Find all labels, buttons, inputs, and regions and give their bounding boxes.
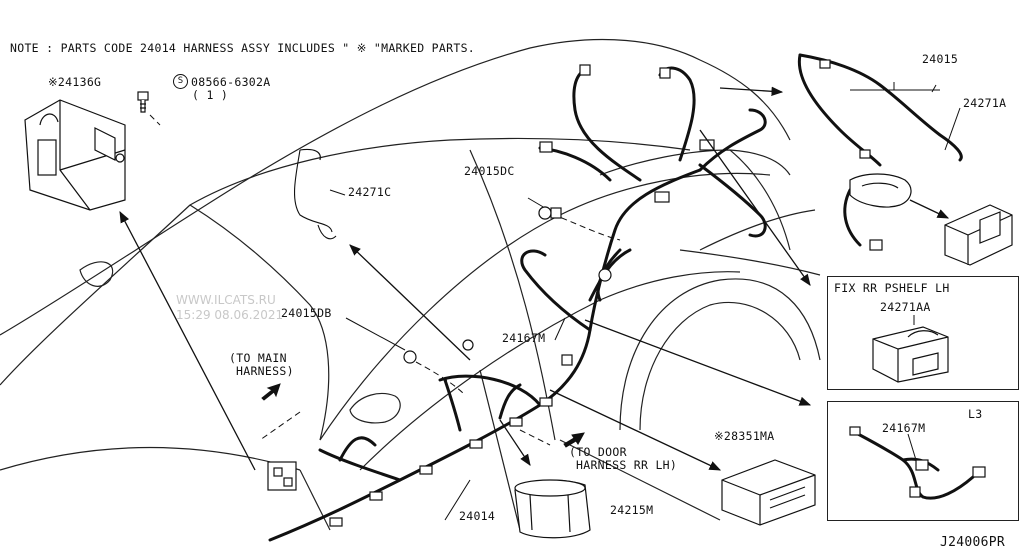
screw-08566 xyxy=(137,91,149,113)
dashed-leaders xyxy=(149,114,621,446)
connector-lower-left xyxy=(267,461,297,491)
label-24167m: 24167M xyxy=(502,331,546,345)
inset-pshelf-title: FIX RR PSHELF LH xyxy=(834,281,950,295)
harness-wiring xyxy=(268,53,963,542)
inset-pshelf-art xyxy=(872,315,949,383)
parts-note: NOTE : PARTS CODE 24014 HARNESS ASSY INC… xyxy=(10,41,476,55)
label-to-main-line1: (TO MAIN xyxy=(229,351,287,365)
module-28351ma xyxy=(721,459,816,526)
inset-l3-art xyxy=(849,426,986,500)
label-24015db: 24015DB xyxy=(281,306,332,320)
inset-pshelf-box: FIX RR PSHELF LH 24271AA xyxy=(827,276,1019,390)
grommet-24215m xyxy=(514,479,591,539)
watermark-timestamp: 15:29 08.06.2021 xyxy=(176,308,284,322)
label-24215m: 24215M xyxy=(610,503,654,517)
inset-pshelf-part-number: 24271AA xyxy=(880,300,931,314)
inset-l3-box: L3 24167M xyxy=(827,401,1019,521)
sensor-24015dc xyxy=(538,206,562,220)
harness-24015-part xyxy=(849,173,912,208)
watermark-site: WWW.ILCATS.RU xyxy=(176,293,276,307)
diagram-code: J24006PR xyxy=(940,535,1006,550)
label-24271a: 24271A xyxy=(963,96,1007,110)
label-08566-6302a: 08566-6302A xyxy=(191,75,271,89)
bracket-24136g xyxy=(24,99,126,211)
clip-24271a xyxy=(944,204,1013,266)
screw-symbol: S xyxy=(173,74,188,89)
label-24015: 24015 xyxy=(922,52,959,66)
label-screw-quantity: ( 1 ) xyxy=(192,88,229,102)
label-to-door-line1: (TO DOOR xyxy=(569,445,627,459)
label-to-door-line2: HARNESS RR LH) xyxy=(576,458,678,472)
label-24014: 24014 xyxy=(459,509,496,523)
label-to-main-line2: HARNESS) xyxy=(236,364,294,378)
label-28351ma: ※28351MA xyxy=(714,429,775,443)
leader-lines xyxy=(329,82,961,521)
clip-24271c xyxy=(294,148,337,240)
pointer-arrows xyxy=(119,86,950,471)
direction-arrows xyxy=(261,383,585,448)
label-24271c: 24271C xyxy=(348,185,392,199)
car-body-outline xyxy=(0,38,821,531)
inset-l3-variant: L3 xyxy=(968,407,983,421)
inset-l3-part-number: 24167M xyxy=(882,421,926,435)
label-24015dc: 24015DC xyxy=(464,164,515,178)
label-24136g: ※24136G xyxy=(48,75,102,89)
